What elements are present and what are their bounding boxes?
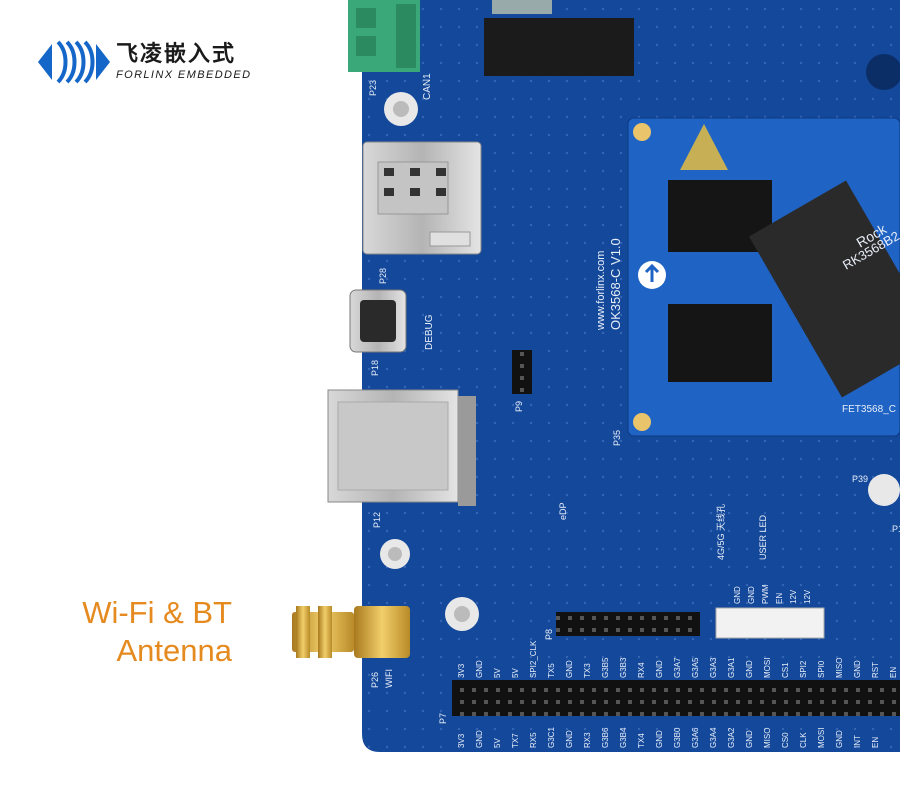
header-pin-label: SPI2 bbox=[799, 660, 808, 678]
header-pin-label: GND bbox=[655, 660, 664, 678]
silk-p7: P7 bbox=[438, 713, 448, 724]
header-pin-label: G3B4 bbox=[619, 727, 628, 748]
header-pin-label: GND bbox=[835, 730, 844, 748]
callout-line-2: Antenna bbox=[116, 633, 233, 668]
header-pin-label: GND bbox=[745, 660, 754, 678]
header-pin-label: EN bbox=[889, 667, 898, 678]
header-pin-label: MISO bbox=[763, 728, 772, 748]
header-pin-label: TX5 bbox=[547, 663, 556, 678]
header-top-labels: 3V3 GND 5V 5V SPI2_CLK TX5 GND TX3 G3B5 G3B3 RX4 GN… bbox=[457, 640, 898, 678]
ram-chip bbox=[668, 304, 772, 382]
forlinx-logo: 飞凌嵌入式 FORLINX EMBEDDED bbox=[38, 38, 251, 86]
silk-p16: P16 bbox=[892, 524, 900, 534]
header-pin-label: G3B3 bbox=[619, 657, 628, 678]
header-pin-label: GND bbox=[655, 730, 664, 748]
silk-module-name: OK3568-C V1.0 bbox=[608, 238, 623, 330]
brand-name-en: FORLINX EMBEDDED bbox=[116, 69, 252, 81]
silk-p8: P8 bbox=[544, 629, 554, 640]
silk-wifi: WIFI bbox=[384, 669, 394, 688]
silk-can: CAN1 bbox=[422, 73, 433, 100]
header-pin-label: 3V3 bbox=[457, 733, 466, 748]
silk-p26: P26 bbox=[370, 672, 380, 688]
header-pin-label: 3V3 bbox=[457, 663, 466, 678]
silk-website: www.forlinx.com bbox=[595, 251, 607, 331]
header-pin-label: GND bbox=[745, 730, 754, 748]
header-pin-label: 5V bbox=[493, 668, 502, 678]
header-pin-label: CS1 bbox=[781, 662, 790, 678]
silk-debug: DEBUG bbox=[424, 314, 435, 350]
header-pin-label: MOSI bbox=[763, 658, 772, 678]
header-pin-label: INT bbox=[853, 735, 862, 748]
fan-pin-label: GND bbox=[747, 586, 756, 604]
antenna-callout: Wi-Fi & BT Antenna bbox=[40, 594, 232, 670]
header-pin-label: GND bbox=[565, 660, 574, 678]
fan-pin-label: 12V bbox=[789, 589, 798, 604]
fan-pin-label: EN bbox=[775, 593, 784, 604]
header-pin-label: G3B6 bbox=[601, 727, 610, 748]
fan-header-labels: GND GND PWM EN 12V 12V bbox=[733, 584, 812, 604]
header-pin-label: 5V bbox=[493, 738, 502, 748]
mounting-hole bbox=[866, 54, 900, 90]
silk-p39: P39 bbox=[852, 474, 868, 484]
header-pin-label: CLK bbox=[799, 732, 808, 748]
silk-p9: P9 bbox=[514, 401, 524, 412]
silk-p12: P12 bbox=[372, 512, 382, 528]
header-pin-label: TX4 bbox=[637, 733, 646, 748]
header-pin-label: G3A1 bbox=[727, 657, 736, 678]
brand-name-cn: 飞凌嵌入式 bbox=[116, 42, 237, 67]
header-pin-label: RST bbox=[871, 662, 880, 678]
silk-som-label: FET3568_C bbox=[842, 404, 896, 415]
soc-chip bbox=[749, 180, 900, 398]
silk-4g-antenna: 4G/5G 天线孔 bbox=[715, 504, 726, 560]
silk-edp: eDP bbox=[558, 502, 568, 520]
silk-p23: P23 bbox=[368, 80, 378, 96]
forlinx-logo-icon bbox=[38, 40, 110, 84]
header-pin-label: RX3 bbox=[583, 732, 592, 748]
fan-pin-label: 12V bbox=[803, 589, 812, 604]
header-pin-label: GND bbox=[565, 730, 574, 748]
header-pin-label: MOSI bbox=[817, 728, 826, 748]
pin-header-main bbox=[452, 680, 900, 716]
header-pin-label: GND bbox=[475, 730, 484, 748]
header-pin-label: G3C1 bbox=[547, 727, 556, 748]
header-pin-label: MISO bbox=[835, 658, 844, 678]
fan-connector bbox=[715, 607, 825, 639]
callout-line-1: Wi-Fi & BT bbox=[82, 595, 232, 630]
header-pin-label: EN bbox=[871, 737, 880, 748]
header-pin-label: G3A7 bbox=[673, 657, 682, 678]
small-header bbox=[512, 350, 532, 394]
header-pin-label: G3B5 bbox=[601, 657, 610, 678]
header-pin-label: RX5 bbox=[529, 732, 538, 748]
silk-user-led: USER LED bbox=[758, 514, 768, 560]
header-pin-label: G3A6 bbox=[691, 727, 700, 748]
header-pin-label: GND bbox=[853, 660, 862, 678]
header-pin-label: 5V bbox=[511, 668, 520, 678]
fan-pin-label: GND bbox=[733, 586, 742, 604]
mounting-hole bbox=[868, 474, 900, 506]
header-pin-label: G3A5 bbox=[691, 657, 700, 678]
silk-p35: P35 bbox=[612, 430, 622, 446]
header-pin-label: GND bbox=[475, 660, 484, 678]
header-pin-label: SPI0 bbox=[817, 660, 826, 678]
header-bottom-labels: 3V3 GND 5V TX7 RX5 G3C1 GND RX3 G3B6 G3B4 TX4 GND G3… bbox=[457, 727, 880, 748]
header-pin-label: G3A4 bbox=[709, 727, 718, 748]
header-pin-label: G3A3 bbox=[709, 657, 718, 678]
sma-antenna-connector bbox=[292, 606, 410, 658]
header-pin-label: CS0 bbox=[781, 732, 790, 748]
header-pin-label: G3A2 bbox=[727, 727, 736, 748]
header-pin-label: RX4 bbox=[637, 662, 646, 678]
header-pin-label: G3B0 bbox=[673, 727, 682, 748]
silk-p18: P18 bbox=[370, 360, 380, 376]
header-pin-label: SPI2_CLK bbox=[529, 640, 538, 678]
fan-pin-label: PWM bbox=[761, 584, 770, 604]
header-pin-label: TX3 bbox=[583, 663, 592, 678]
silk-p28: P28 bbox=[378, 268, 388, 284]
pin-header-edp bbox=[556, 612, 700, 636]
header-pin-label: TX7 bbox=[511, 733, 520, 748]
